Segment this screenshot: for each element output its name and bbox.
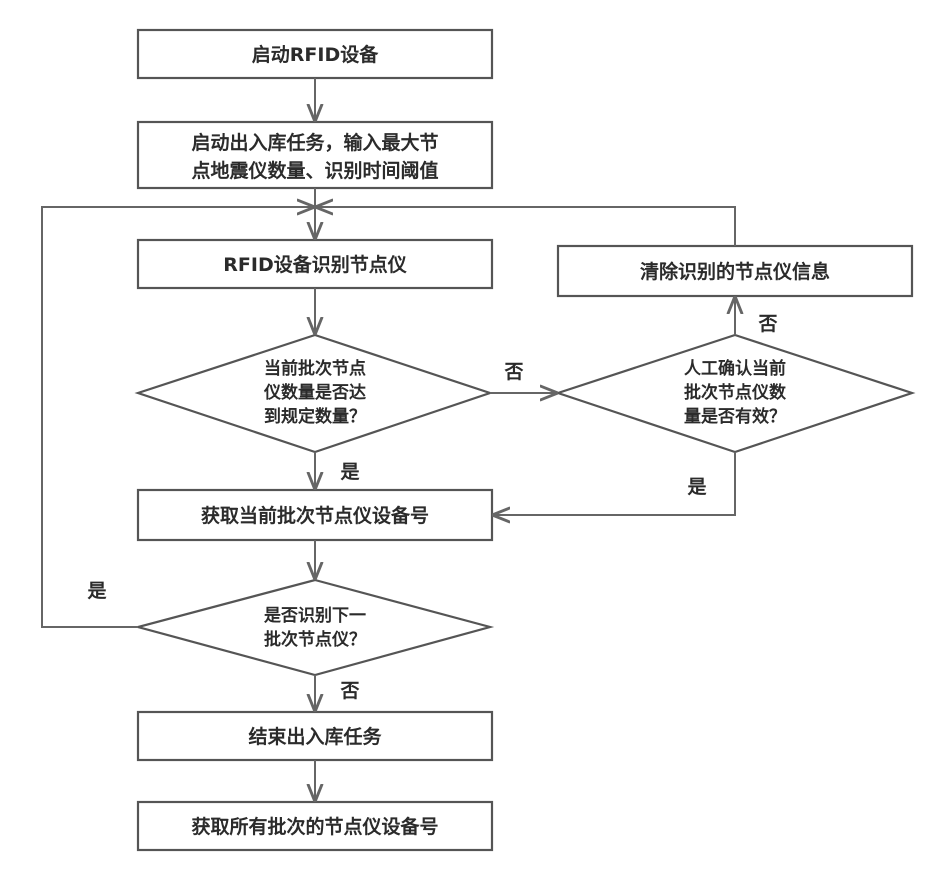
decision-check-count-label-2: 仪数量是否达 [263, 382, 366, 403]
node-end-task-label: 结束出入库任务 [248, 725, 382, 748]
node-clear-info-label: 清除识别的节点仪信息 [640, 260, 830, 283]
node-start-rfid-label: 启动RFID设备 [252, 43, 379, 66]
node-start-rfid: 启动RFID设备 [138, 30, 492, 78]
node-rfid-identify-label: RFID设备识别节点仪 [223, 253, 407, 276]
edge-label-count-no: 否 [503, 361, 523, 383]
node-clear-info: 清除识别的节点仪信息 [558, 246, 912, 296]
decision-manual-confirm-label-1: 人工确认当前 [684, 358, 786, 379]
edge-label-next-yes: 是 [87, 580, 106, 602]
node-get-all-ids: 获取所有批次的节点仪设备号 [138, 802, 492, 850]
decision-next-batch-label-2: 批次节点仪？ [264, 629, 366, 650]
node-get-all-ids-label: 获取所有批次的节点仪设备号 [191, 815, 438, 838]
node-get-batch-ids: 获取当前批次节点仪设备号 [138, 490, 492, 540]
node-start-task-label-2: 点地震仪数量、识别时间阈值 [191, 159, 438, 182]
decision-check-count: 当前批次节点 仪数量是否达 到规定数量？ [138, 335, 490, 452]
edge-label-manual-no: 否 [757, 313, 777, 335]
decision-check-count-label-1: 当前批次节点 [264, 358, 366, 379]
decision-manual-confirm-label-3: 量是否有效？ [684, 406, 786, 427]
decision-manual-confirm: 人工确认当前 批次节点仪数 量是否有效？ [558, 335, 912, 452]
decision-next-batch-label-1: 是否识别下一 [264, 606, 366, 626]
node-end-task: 结束出入库任务 [138, 712, 492, 760]
decision-check-count-label-3: 到规定数量？ [264, 406, 366, 427]
decision-next-batch: 是否识别下一 批次节点仪？ [138, 580, 490, 675]
decision-manual-confirm-label-2: 批次节点仪数 [684, 382, 787, 403]
node-rfid-identify: RFID设备识别节点仪 [138, 240, 492, 288]
node-start-task-label-1: 启动出入库任务，输入最大节 [191, 131, 438, 154]
edge-label-count-yes: 是 [340, 461, 359, 483]
node-get-batch-ids-label: 获取当前批次节点仪设备号 [201, 504, 429, 527]
edge-label-manual-yes: 是 [687, 476, 706, 498]
node-start-task: 启动出入库任务，输入最大节 点地震仪数量、识别时间阈值 [138, 122, 492, 188]
edge-label-next-no: 否 [339, 680, 359, 702]
